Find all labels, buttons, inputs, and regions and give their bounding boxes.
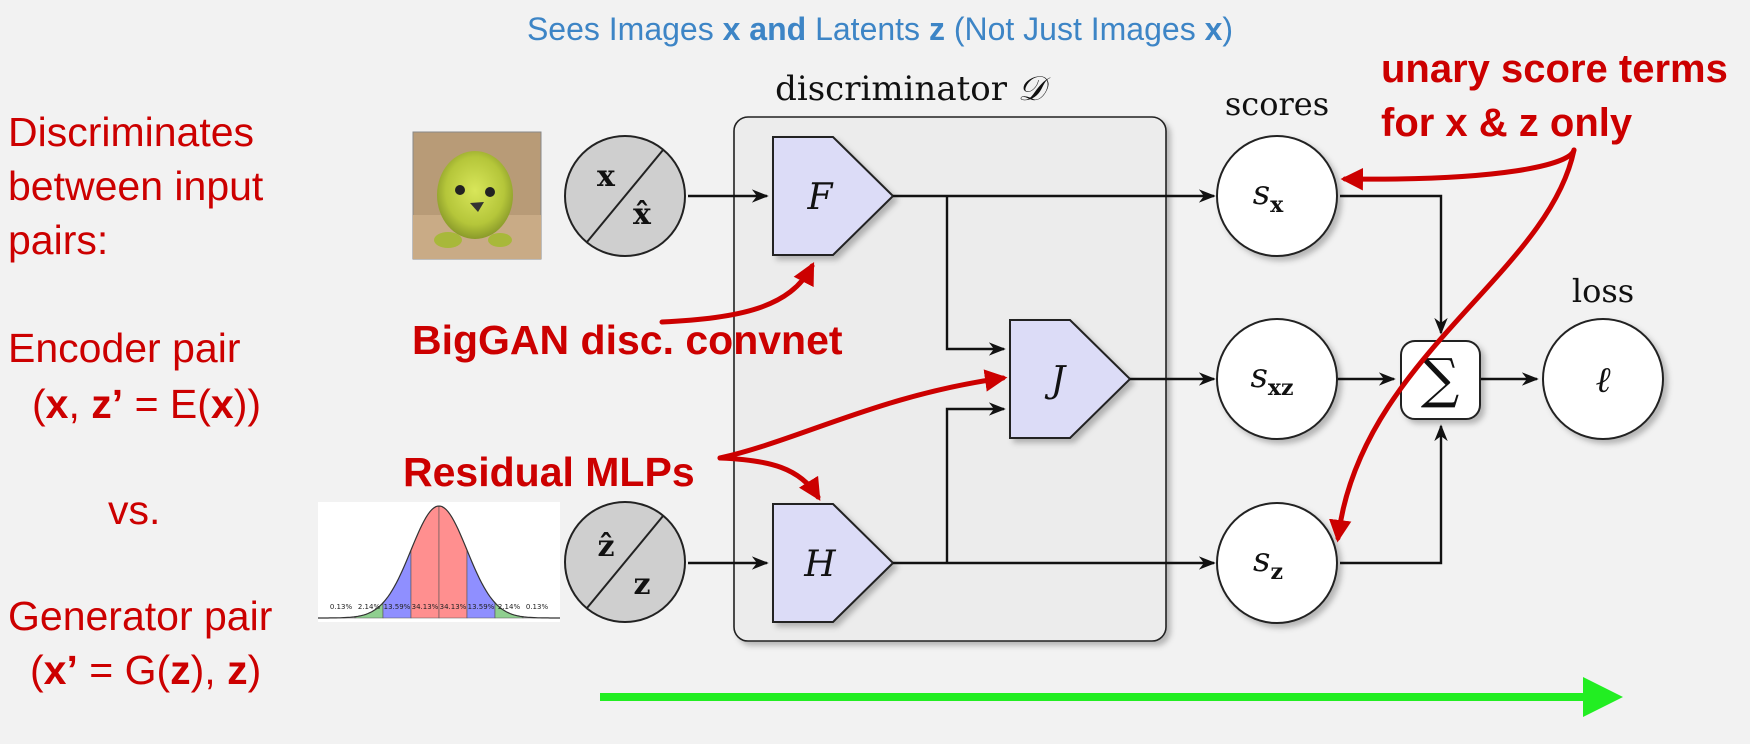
residual-mlps-annotation: Residual MLPs — [403, 449, 695, 495]
annotation-arrows — [659, 147, 1577, 543]
gaussian-percent-label: 0.13% — [526, 603, 549, 611]
loss-label: loss — [1572, 272, 1634, 310]
input-node-x: x x̂ — [564, 135, 686, 257]
gaussian-percent-label: 13.59% — [468, 603, 495, 611]
input-node-z: ẑ z — [564, 501, 686, 623]
block-F: F — [772, 136, 895, 256]
gaussian-percent-label: 2.14% — [358, 603, 381, 611]
block-F-label: F — [807, 177, 835, 218]
input-z-bottom: z — [633, 567, 650, 602]
annotations: unary score terms for x & z only BigGAN … — [403, 47, 1728, 495]
gaussian-percent-label: 2.14% — [498, 603, 521, 611]
score-node-sz: sz — [1216, 502, 1338, 624]
block-J: J — [1009, 319, 1132, 439]
left-line-2: between input — [8, 163, 264, 209]
score-node-sx: sx — [1216, 135, 1338, 257]
svg-text:sz: sz — [1253, 540, 1283, 585]
svg-text:sxz: sxz — [1250, 356, 1293, 401]
svg-text:sx: sx — [1253, 173, 1284, 218]
input-z-top: ẑ — [597, 529, 614, 564]
unary-annotation-line-1: unary score terms — [1381, 47, 1728, 91]
gaussian-distribution-image: 0.13%2.14%13.59%34.13%34.13%13.59%2.14%0… — [318, 502, 560, 622]
input-x-bottom: x̂ — [633, 197, 652, 232]
subtitle: Sees Images x and Latents z (Not Just Im… — [527, 11, 1233, 47]
left-panel: Discriminates between input pairs: Encod… — [8, 109, 272, 693]
loss-node: ℓ — [1542, 318, 1664, 440]
unary-annotation-line-2: for x & z only — [1381, 101, 1633, 145]
block-H: H — [772, 503, 895, 623]
discriminator-box: discriminator 𝒟 — [733, 69, 1167, 642]
encoder-pair-formula: (x, z’ = E(x)) — [32, 381, 261, 427]
input-x-top: x — [597, 159, 616, 194]
gaussian-percent-label: 34.13% — [412, 603, 439, 611]
left-line-1: Discriminates — [8, 109, 254, 155]
biggan-annotation: BigGAN disc. convnet — [412, 317, 843, 363]
block-H-label: H — [803, 544, 836, 585]
vs-label: vs. — [108, 487, 160, 533]
gaussian-percent-label: 34.13% — [440, 603, 467, 611]
discriminator-label: discriminator 𝒟 — [775, 69, 1051, 109]
sample-image-photo — [412, 131, 542, 260]
gaussian-percent-label: 0.13% — [330, 603, 353, 611]
left-line-3: pairs: — [8, 217, 108, 263]
sum-node: ∑ — [1400, 340, 1481, 420]
loss-symbol: ℓ — [1596, 360, 1611, 401]
generator-pair-title: Generator pair — [8, 593, 272, 639]
encoder-pair-title: Encoder pair — [8, 325, 240, 371]
gaussian-curve — [318, 505, 560, 619]
generator-pair-formula: (x’ = G(z), z) — [30, 647, 261, 693]
gaussian-percent-label: 13.59% — [384, 603, 411, 611]
scores-label: scores — [1225, 85, 1329, 123]
score-node-sxz: sxz — [1216, 318, 1338, 440]
diagram-connectors — [688, 189, 1539, 570]
